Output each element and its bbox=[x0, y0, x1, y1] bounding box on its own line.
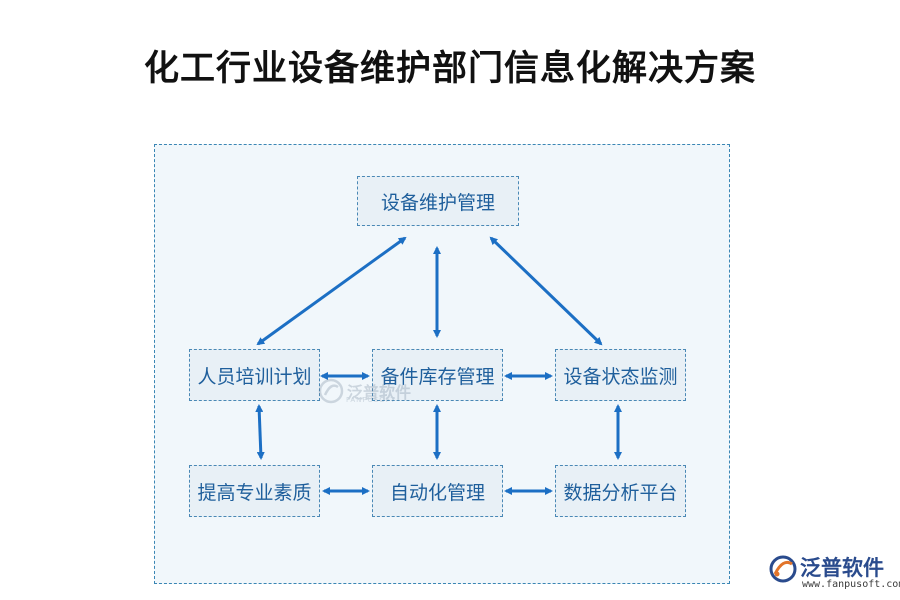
node-data-analytics-platform: 数据分析平台 bbox=[555, 465, 686, 517]
node-equipment-status-monitoring: 设备状态监测 bbox=[555, 349, 686, 401]
brand-name: 泛普软件 bbox=[800, 556, 884, 580]
watermark-logo-icon bbox=[318, 378, 344, 404]
node-professional-quality: 提高专业素质 bbox=[189, 465, 320, 517]
brand-logo-block: 泛普软件 www.fanpusoft.com bbox=[768, 552, 900, 596]
brand-logo-icon bbox=[769, 555, 797, 583]
node-equipment-maintenance: 设备维护管理 bbox=[357, 176, 519, 226]
watermark-subtext: FANPUSOFT bbox=[346, 396, 396, 404]
watermark: 泛普软件 FANPUSOFT bbox=[318, 378, 411, 404]
watermark-text: 泛普软件 bbox=[347, 383, 412, 402]
brand-url: www.fanpusoft.com bbox=[802, 579, 900, 590]
page-title: 化工行业设备维护部门信息化解决方案 bbox=[143, 49, 756, 89]
node-automation-management: 自动化管理 bbox=[372, 465, 503, 517]
node-staff-training-plan: 人员培训计划 bbox=[189, 349, 320, 401]
node-spare-parts-inventory: 备件库存管理 bbox=[372, 349, 503, 401]
